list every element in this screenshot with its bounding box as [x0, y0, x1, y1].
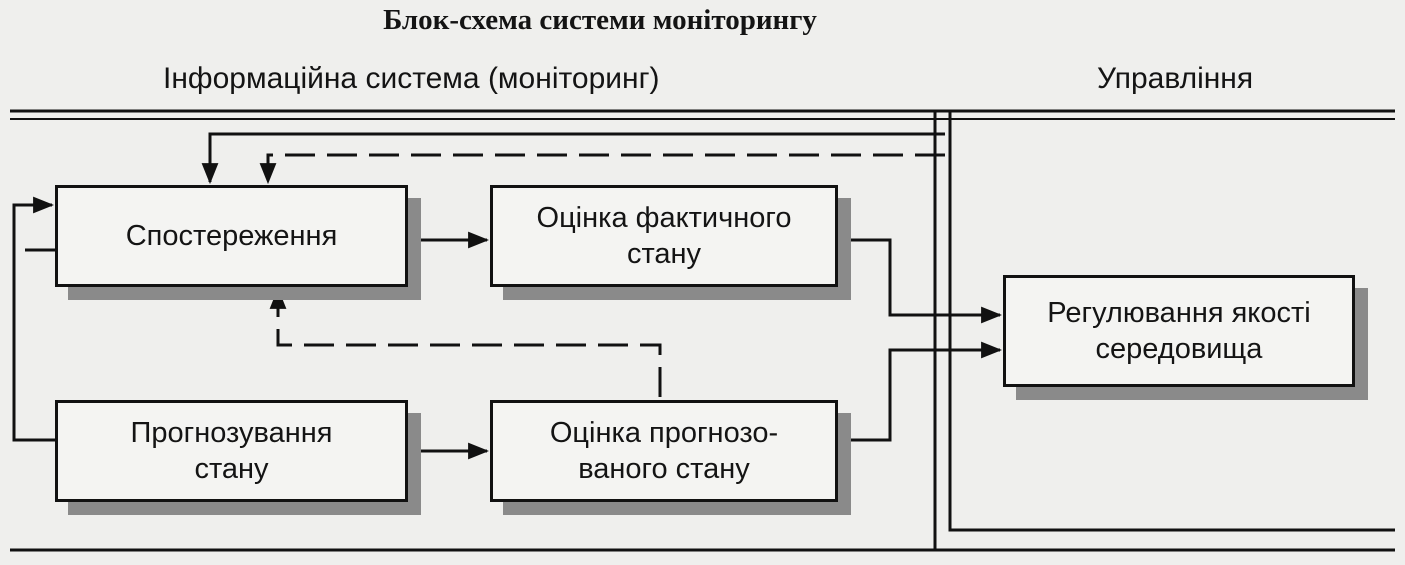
node-regulation-line-1: Регулювання якості	[1047, 297, 1311, 329]
node-forecasting: Прогнозування стану	[55, 400, 408, 502]
node-forecast-state-line-1: Оцінка прогнозо-	[549, 417, 779, 449]
node-regulation: Регулювання якості середовища	[1003, 275, 1355, 387]
edge-forecast-to-regulation	[838, 341, 1003, 442]
edge-forecasting-to-observation	[12, 196, 55, 442]
edge-forecast-to-observation-dashed	[269, 287, 662, 397]
node-forecasting-line-2: стану	[194, 453, 269, 485]
node-observation: Спостереження	[55, 185, 408, 287]
section-label-management: Управління	[1097, 62, 1254, 95]
edge-forecasting-to-observation-dashed	[12, 248, 55, 400]
section-label-information-system: Інформаційна система (моніторинг)	[163, 62, 660, 95]
edge-actual-to-regulation	[838, 238, 1003, 324]
node-actual-state: Оцінка фактичного стану	[490, 185, 838, 287]
node-observation-line-1: Спостереження	[125, 220, 338, 252]
node-forecast-state-line-2: ваного стану	[578, 453, 750, 485]
node-forecasting-line-1: Прогнозування	[130, 417, 333, 449]
node-forecast-state: Оцінка прогнозо- ваного стану	[490, 400, 838, 502]
edge-regulation-to-observation-dashed	[259, 153, 945, 185]
node-actual-state-line-1: Оцінка фактичного	[536, 202, 792, 234]
node-regulation-line-2: середовища	[1095, 333, 1263, 365]
node-actual-state-line-2: стану	[626, 238, 702, 270]
management-bracket	[948, 111, 1395, 532]
diagram-title: Блок-схема системи моніторингу	[383, 4, 817, 36]
edge-top-feedback	[201, 132, 945, 185]
